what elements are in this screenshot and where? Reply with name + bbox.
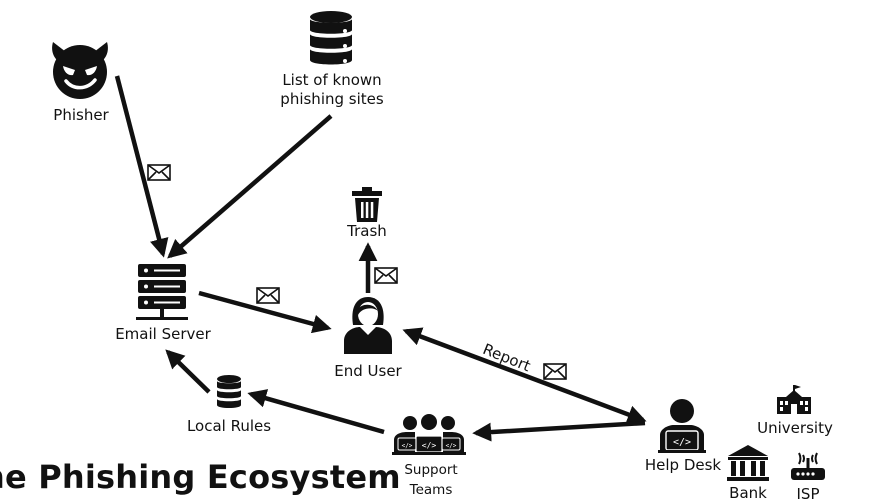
svg-text:</>: </>	[446, 443, 457, 450]
team-laptops-icon: </> </> </>	[392, 414, 466, 455]
svg-text:</>: </>	[402, 443, 413, 450]
edge-local-rules-to-email-server	[165, 349, 211, 394]
known-sites-label: List of known phishing sites	[280, 71, 384, 108]
support-teams-label: Support Teams	[404, 462, 458, 498]
router-icon	[791, 452, 825, 480]
trash-can-icon	[352, 187, 382, 222]
isp-label: ISP	[796, 485, 820, 503]
email-server-label: Email Server	[115, 325, 211, 343]
devil-face-icon	[52, 42, 108, 99]
edge-help-desk-to-support-teams	[472, 420, 646, 442]
user-woman-icon	[344, 297, 392, 354]
trash-label: Trash	[347, 222, 387, 240]
end-user-label: End User	[334, 362, 402, 380]
database-icon	[217, 375, 241, 408]
help-desk-label: Help Desk	[644, 456, 722, 474]
svg-text:</>: </>	[422, 441, 437, 450]
user-laptop-icon: </>	[658, 399, 706, 453]
phisher-label: Phisher	[53, 106, 109, 124]
edge-known-sites-to-email-server	[167, 114, 333, 259]
svg-text:</>: </>	[673, 437, 691, 448]
local-rules-label: Local Rules	[186, 417, 272, 435]
edges	[114, 75, 647, 442]
edge-support-teams-to-local-rules	[247, 389, 385, 435]
page-title: he Phishing Ecosystem	[0, 458, 401, 496]
edge-phisher-to-email-server	[114, 75, 169, 258]
database-icon	[310, 11, 352, 65]
edge-end-user-help-desk-report	[402, 327, 647, 424]
envelope-icon	[543, 363, 567, 380]
server-rack-icon	[136, 264, 188, 320]
bank-label: Bank	[729, 484, 767, 502]
bank-icon	[727, 445, 769, 481]
envelope-icon	[147, 164, 171, 181]
university-label: University	[757, 419, 833, 437]
university-building-icon	[777, 385, 811, 414]
envelope-icon	[374, 267, 398, 284]
envelopes	[147, 164, 567, 380]
edge-email-server-to-end-user	[198, 290, 332, 334]
envelope-icon	[256, 287, 280, 304]
